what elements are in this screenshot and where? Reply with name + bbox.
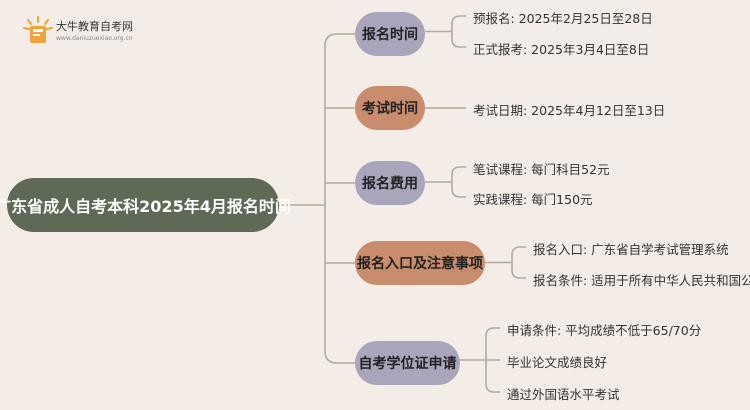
leaf-exam-date: 考试日期: 2025年4月12日至13日 (473, 103, 666, 118)
root-topic: 广东省成人自考本科2025年4月报名时间 (0, 178, 291, 232)
leaf-registration-condition: 报名条件: 适用于所有中华人民共和国公民 (533, 273, 750, 288)
branch-registration-time: 报名时间 (355, 12, 425, 56)
logo-title: 大牛教育自考网 (56, 20, 133, 33)
logo-subtitle: www.daniuzuexiao.org.cn (56, 35, 133, 42)
leaf-foreign-language: 通过外国语水平考试 (507, 387, 620, 402)
branch-degree-application: 自考学位证申请 (355, 341, 460, 385)
book-logo-icon (23, 16, 53, 43)
leaf-formal-registration: 正式报考: 2025年3月4日至8日 (473, 42, 650, 57)
leaf-pre-registration: 预报名: 2025年2月25日至28日 (473, 11, 653, 26)
bracket-degree-application (460, 327, 500, 393)
trunk-connector (324, 33, 355, 364)
leaf-application-condition: 申请条件: 平均成绩不低于65/70分 (507, 323, 702, 338)
branch-exam-time: 考试时间 (355, 86, 425, 130)
leaf-written-fee: 笔试课程: 每门科目52元 (473, 162, 610, 177)
logo: 大牛教育自考网 www.daniuzuexiao.org.cn (22, 15, 142, 49)
bracket-entry-notes (485, 246, 526, 279)
bracket-fees (425, 166, 466, 198)
leaf-registration-entry: 报名入口: 广东省自学考试管理系统 (533, 242, 729, 257)
leaf-thesis-grade: 毕业论文成绩良好 (507, 355, 608, 370)
branch-fees: 报名费用 (355, 161, 425, 205)
leaf-practice-fee: 实践课程: 每门150元 (473, 192, 593, 207)
branch-entry-notes: 报名入口及注意事项 (355, 241, 485, 285)
bracket-registration-time (425, 15, 466, 48)
